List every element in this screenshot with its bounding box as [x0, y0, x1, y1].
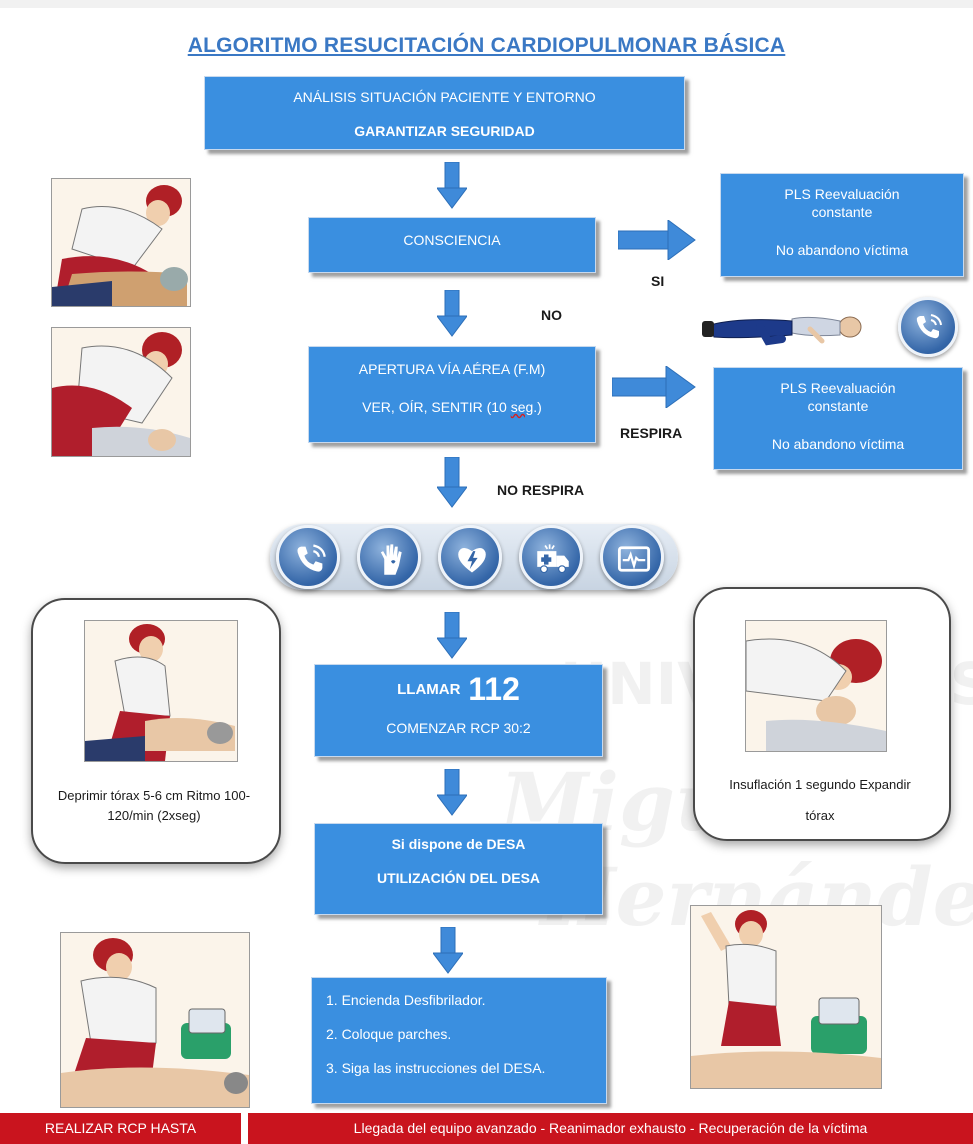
box-pls-2: PLS Reevaluación constante No abandono v… [713, 367, 963, 470]
box-pls-1: PLS Reevaluación constante No abandono v… [720, 173, 964, 277]
photo-check-consciousness [51, 178, 191, 307]
arrow-down-5 [437, 769, 467, 816]
ventilation-line1: Insuflación 1 segundo [729, 777, 856, 792]
arrow-down-4 [437, 612, 467, 659]
llamar-line2: COMENZAR RCP 30:2 [386, 720, 531, 736]
phone-icon-small [898, 297, 958, 357]
apertura-line2-seg: seg [510, 399, 534, 415]
compressions-line1: Deprimir tórax 5-6 cm [57, 788, 183, 803]
label-no: NO [541, 307, 562, 323]
footer-hasta-condiciones: Llegada del equipo avanzado - Reanimador… [248, 1113, 973, 1144]
analisis-line2: GARANTIZAR SEGURIDAD [354, 123, 535, 139]
footer-realizar-rcp: REALIZAR RCP HASTA [0, 1113, 241, 1144]
box-llamar-112: LLAMAR 112 COMENZAR RCP 30:2 [314, 664, 603, 757]
pls1-line3: No abandono víctima [775, 242, 909, 258]
apertura-line2-suffix: .) [533, 399, 542, 415]
card-ventilation-text: Insuflación 1 segundo Expandir tórax [718, 769, 922, 831]
box-analisis: ANÁLISIS SITUACIÓN PACIENTE Y ENTORNO GA… [204, 76, 685, 150]
compressions-line2: Ritmo 100-120/min [107, 788, 251, 823]
apertura-line2-prefix: VER, OÍR, SENTIR (10 [362, 399, 511, 415]
pasos-step2: 2. Coloque parches. [326, 1026, 452, 1042]
hand-icon [357, 525, 421, 589]
pasos-step3: 3. Siga las instrucciones del DESA. [326, 1060, 546, 1076]
pls2-line2: constante [807, 398, 869, 414]
arrow-down-2 [437, 290, 467, 337]
llamar-word: LLAMAR [397, 681, 461, 698]
photo-defibrillator-placement [60, 932, 250, 1108]
llamar-number: 112 [468, 671, 520, 707]
consciencia-line1: CONSCIENCIA [403, 232, 501, 248]
box-pasos-desa: 1. Encienda Desfibrilador. 2. Coloque pa… [311, 977, 607, 1104]
label-respira: RESPIRA [620, 425, 683, 441]
label-no-respira: NO RESPIRA [497, 482, 585, 498]
box-consciencia: CONSCIENCIA [308, 217, 596, 273]
box-apertura: APERTURA VÍA AÉREA (F.M) VER, OÍR, SENTI… [308, 346, 596, 443]
photo-rescue-breath [745, 620, 887, 752]
label-si: SI [651, 273, 665, 289]
apertura-line1: APERTURA VÍA AÉREA (F.M) [358, 361, 546, 377]
page-title: ALGORITMO RESUCITACIÓN CARDIOPULMONAR BÁ… [187, 34, 786, 57]
card-compressions-text: Deprimir tórax 5-6 cm Ritmo 100-120/min … [56, 786, 252, 826]
compressions-line3: (2xseg) [157, 808, 201, 823]
recovery-position-illustration [702, 316, 862, 346]
photo-airway-opening [51, 327, 191, 457]
pls1-line1: PLS Reevaluación [784, 186, 900, 202]
arrow-down-3 [437, 457, 467, 508]
heart-bolt-icon [438, 525, 502, 589]
arrow-down-1 [437, 162, 467, 209]
pls2-line3: No abandono víctima [771, 436, 905, 452]
ventilation-line2: Expandir tórax [805, 777, 911, 823]
pls2-line1: PLS Reevaluación [780, 380, 896, 396]
arrow-right-2 [612, 366, 696, 408]
pasos-step1: 1. Encienda Desfibrilador. [326, 992, 486, 1008]
desa-line1: Si dispone de DESA [391, 836, 526, 852]
top-strip [0, 0, 973, 8]
pls1-line2: constante [811, 204, 873, 220]
box-desa: Si dispone de DESA UTILIZACIÓN DEL DESA [314, 823, 603, 915]
photo-chest-compressions [84, 620, 238, 762]
arrow-down-6 [433, 927, 463, 974]
ambulance-icon [519, 525, 583, 589]
phone-icon [276, 525, 340, 589]
apertura-line2: VER, OÍR, SENTIR (10 seg.) [309, 399, 595, 415]
llamar-line1: LLAMAR 112 [315, 671, 602, 708]
monitor-ecg-icon [600, 525, 664, 589]
photo-defibrillator-stand-clear [690, 905, 882, 1089]
desa-line2: UTILIZACIÓN DEL DESA [376, 870, 541, 886]
analisis-line1: ANÁLISIS SITUACIÓN PACIENTE Y ENTORNO [293, 89, 596, 105]
arrow-right-1 [618, 220, 696, 260]
